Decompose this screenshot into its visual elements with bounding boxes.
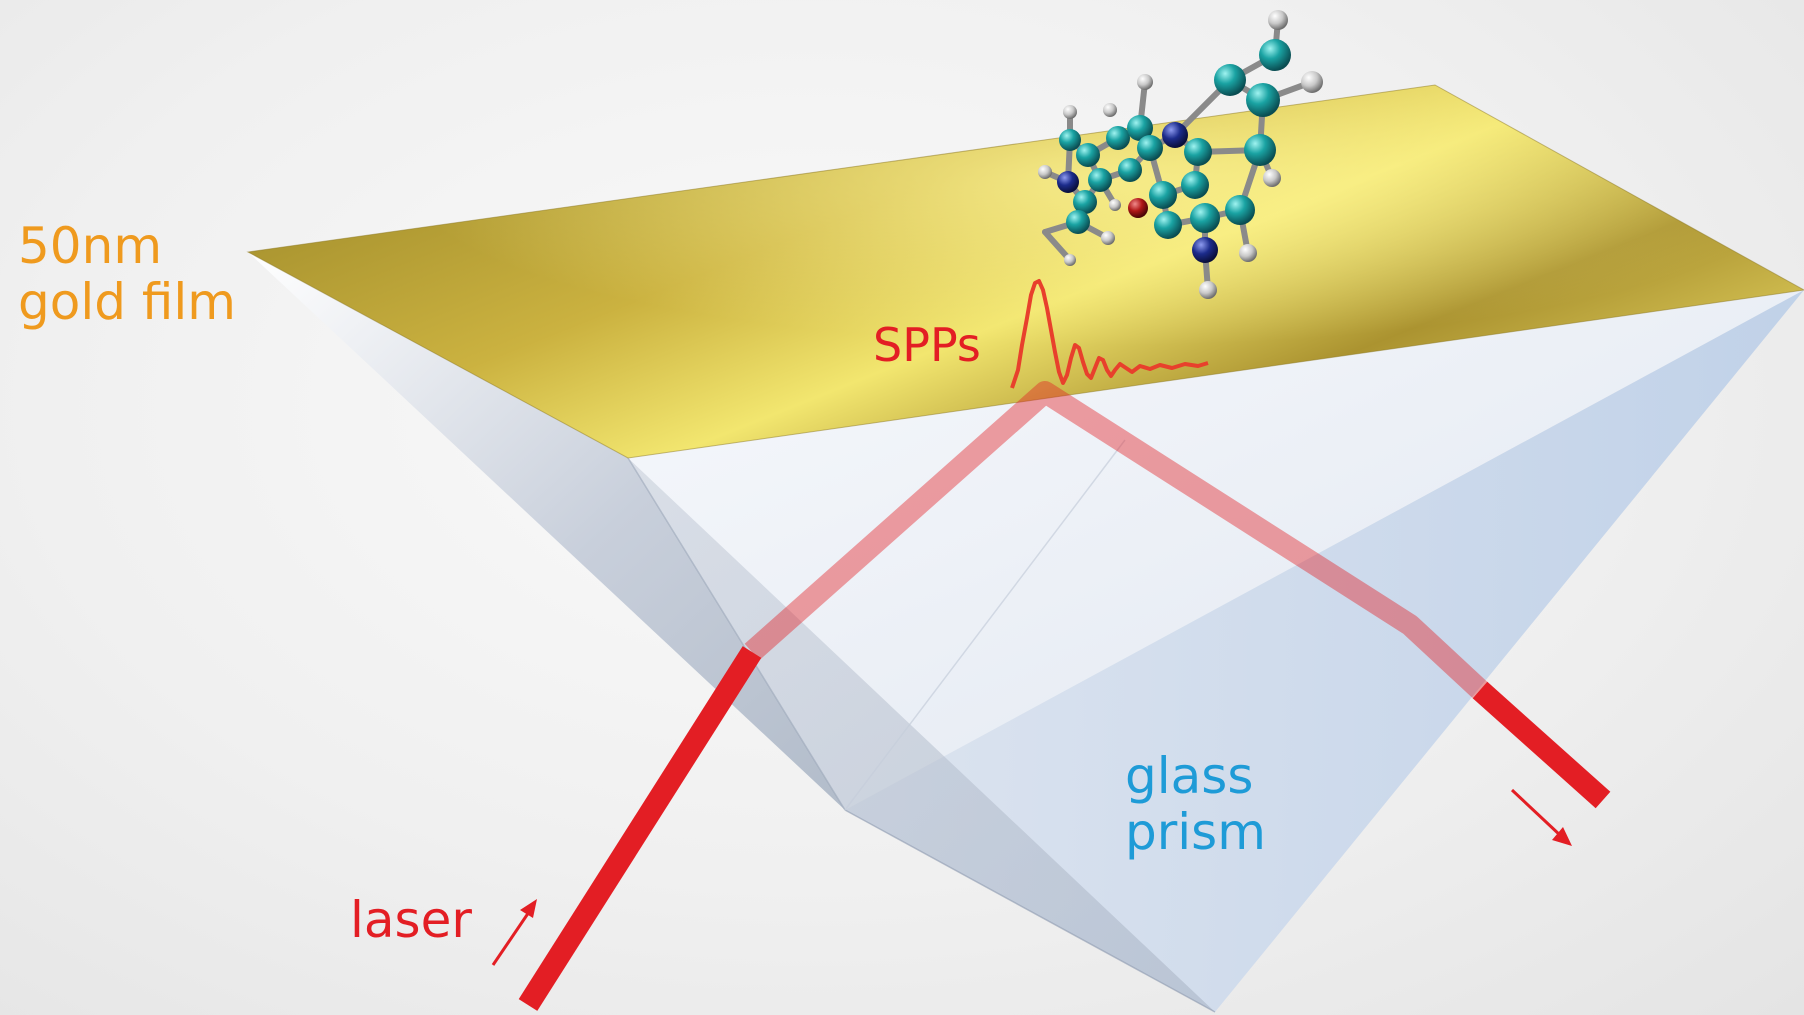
glass-prism-label: glass prism [1125, 748, 1266, 860]
prism-left-face [248, 252, 845, 810]
spp-wave-icon [1010, 279, 1209, 389]
laser-beam [518, 381, 1611, 1011]
incident-arrow-icon [491, 899, 537, 966]
glass-prism-label-line1: glass [1125, 747, 1254, 805]
prism-bottom-face [628, 458, 1215, 1012]
laser-outside-in [518, 646, 762, 1011]
gold-film-label-line1: 50nm [18, 217, 163, 275]
outgoing-arrow-icon [1510, 788, 1572, 846]
molecule-icon [1038, 10, 1323, 299]
glass-prism-label-line2: prism [1125, 803, 1266, 861]
laser-inside-prism [744, 381, 1488, 699]
spp-label: SPPs [873, 318, 981, 372]
prism-right-face [845, 290, 1804, 1012]
gold-film-label: 50nm gold film [18, 218, 236, 330]
glass-prism [248, 252, 1804, 1013]
laser-outside-out [1472, 681, 1611, 809]
prism-front-face [628, 290, 1804, 810]
gold-film [246, 84, 1804, 459]
gold-film-label-line2: gold film [18, 273, 236, 331]
laser-label: laser [350, 891, 472, 949]
